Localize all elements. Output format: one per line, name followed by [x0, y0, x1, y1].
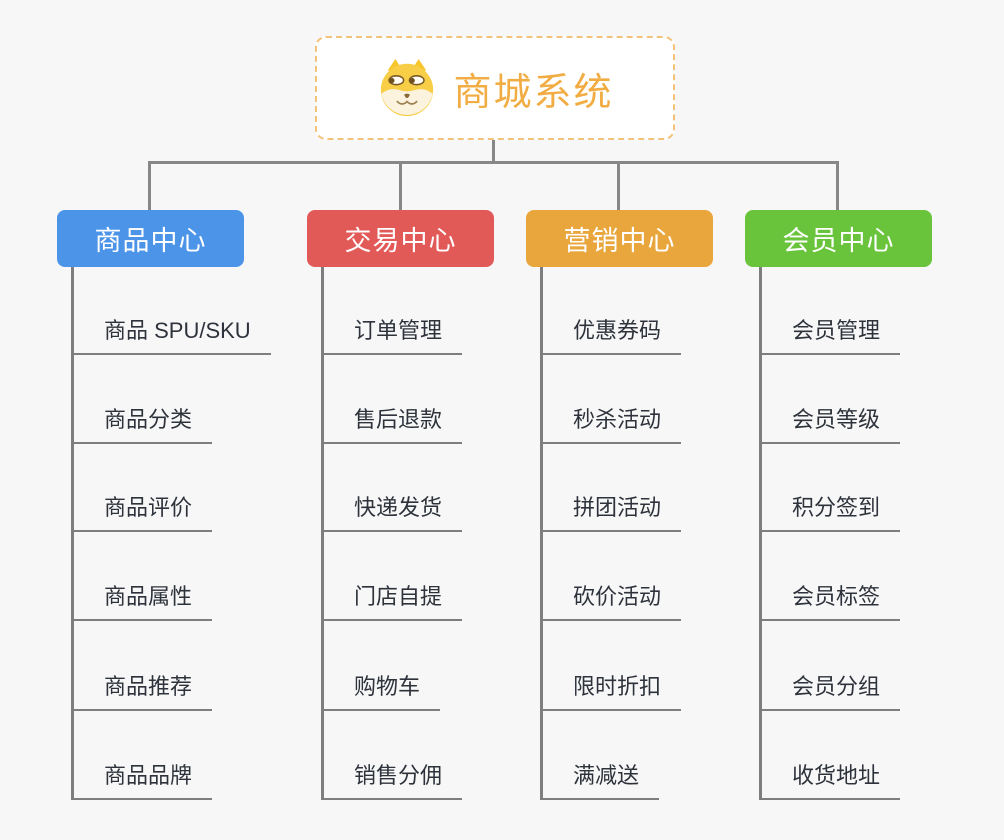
connector-trunk-marketing — [540, 267, 543, 800]
leaf-node-group-buy[interactable]: 拼团活动 — [540, 490, 682, 532]
leaf-node-member-group[interactable]: 会员分组 — [759, 669, 901, 711]
leaf-node-product-review[interactable]: 商品评价 — [71, 490, 213, 532]
leaf-node-product-recommend[interactable]: 商品推荐 — [71, 669, 213, 711]
leaf-node-bargain-activity[interactable]: 砍价活动 — [540, 579, 682, 621]
connector-drop-product — [148, 161, 151, 210]
root-title: 商城系统 — [453, 71, 614, 114]
leaf-node-coupon-code[interactable]: 优惠券码 — [540, 313, 682, 355]
connector-drop-marketing — [617, 161, 620, 210]
leaf-node-shipping-address[interactable]: 收货地址 — [759, 758, 901, 800]
leaf-node-points-checkin[interactable]: 积分签到 — [759, 490, 901, 532]
leaf-node-product-category[interactable]: 商品分类 — [71, 402, 213, 444]
leaf-node-express-delivery[interactable]: 快递发货 — [321, 490, 463, 532]
leaf-node-member-tag[interactable]: 会员标签 — [759, 579, 901, 621]
leaf-node-limited-time-discount[interactable]: 限时折扣 — [540, 669, 682, 711]
connector-main-rail — [149, 161, 839, 164]
leaf-node-product-brand[interactable]: 商品品牌 — [71, 758, 213, 800]
leaf-node-aftersale-refund[interactable]: 售后退款 — [321, 402, 463, 444]
connector-drop-member — [836, 161, 839, 210]
branch-node-product-center[interactable]: 商品中心 — [57, 210, 244, 267]
connector-drop-trade — [399, 161, 402, 210]
leaf-node-flash-sale[interactable]: 秒杀活动 — [540, 402, 682, 444]
leaf-node-product-spu-sku[interactable]: 商品 SPU/SKU — [71, 313, 271, 355]
branch-node-trade-center[interactable]: 交易中心 — [307, 210, 494, 267]
leaf-node-order-management[interactable]: 订单管理 — [321, 313, 463, 355]
root-node-mall-system[interactable]: 商城系统 — [315, 36, 675, 140]
connector-root-stem — [492, 140, 495, 163]
branch-node-member-center[interactable]: 会员中心 — [745, 210, 932, 267]
branch-node-marketing-center[interactable]: 营销中心 — [526, 210, 713, 267]
shiba-dog-icon — [381, 58, 434, 117]
connector-trunk-product — [71, 267, 74, 800]
leaf-node-store-pickup[interactable]: 门店自提 — [321, 579, 463, 621]
leaf-node-sales-commission[interactable]: 销售分佣 — [321, 758, 463, 800]
leaf-node-member-management[interactable]: 会员管理 — [759, 313, 901, 355]
leaf-node-member-level[interactable]: 会员等级 — [759, 402, 901, 444]
connector-trunk-member — [759, 267, 762, 800]
leaf-node-shopping-cart[interactable]: 购物车 — [321, 669, 441, 711]
leaf-node-product-attribute[interactable]: 商品属性 — [71, 579, 213, 621]
leaf-node-full-reduction[interactable]: 满减送 — [540, 758, 660, 800]
connector-trunk-trade — [321, 267, 324, 800]
